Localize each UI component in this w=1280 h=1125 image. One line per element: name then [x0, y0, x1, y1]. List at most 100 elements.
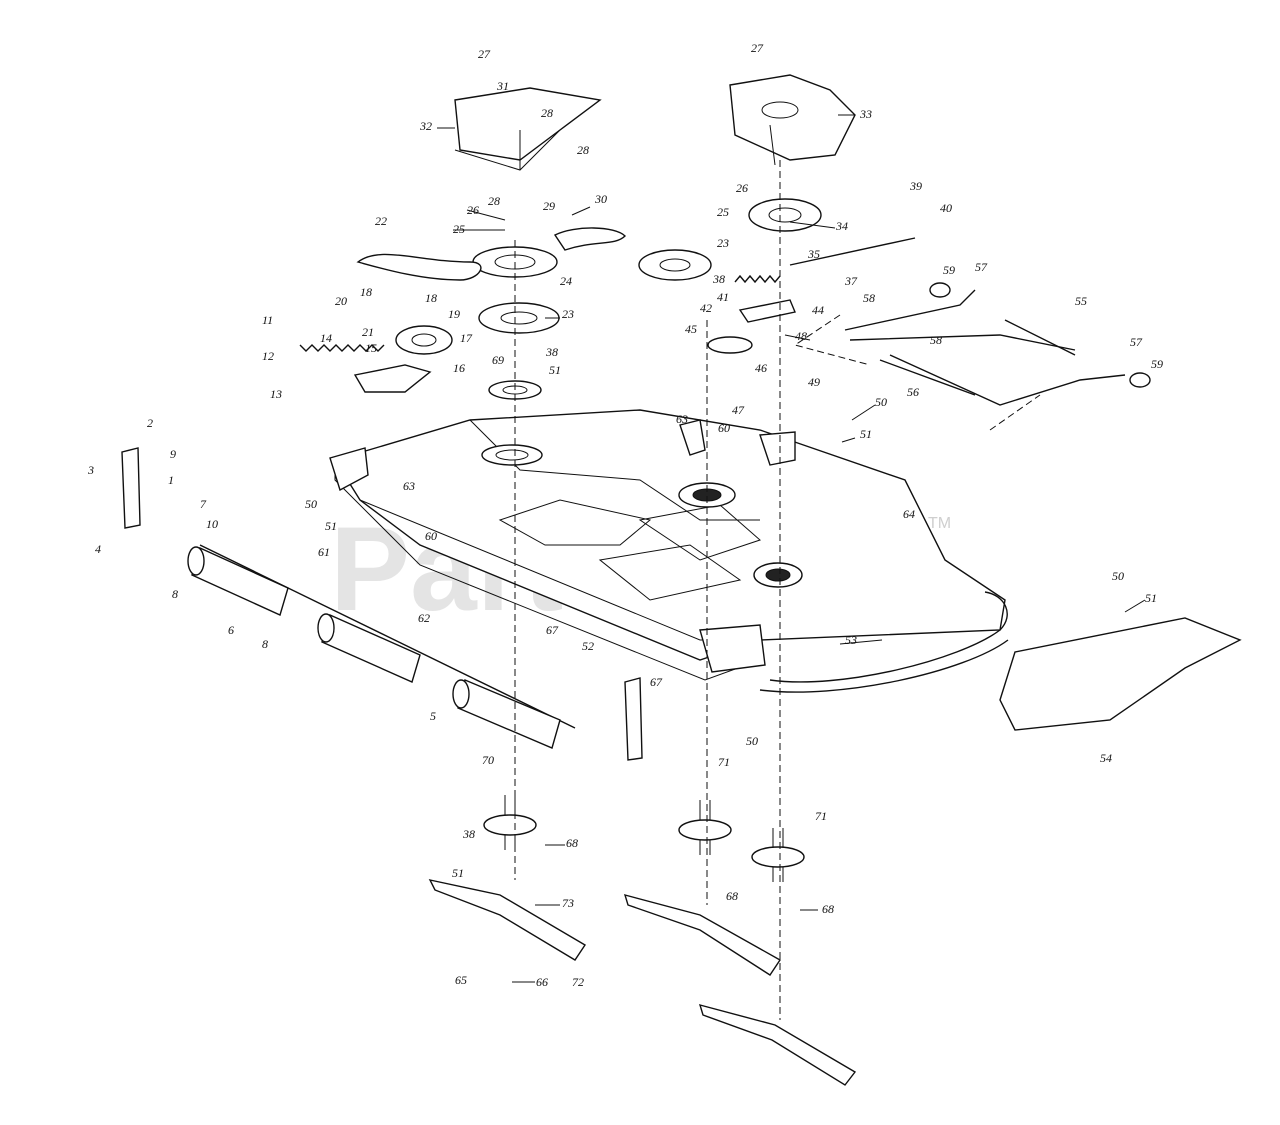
callout-13: 13 — [270, 387, 282, 401]
callout-3: 3 — [87, 463, 94, 477]
callout-67: 67 — [650, 675, 663, 689]
callout-17: 17 — [460, 331, 473, 345]
callout-65: 65 — [455, 973, 467, 987]
callout-69: 69 — [492, 353, 504, 367]
callout-7: 7 — [200, 497, 207, 511]
callout-51: 51 — [325, 519, 337, 533]
callout-32: 32 — [419, 119, 432, 133]
pulley-34 — [748, 198, 822, 232]
callout-51: 51 — [1145, 591, 1157, 605]
callout-63: 63 — [676, 412, 688, 426]
callout-27: 27 — [478, 47, 491, 61]
roller-bracket-9 — [121, 447, 141, 529]
callout-26: 26 — [736, 181, 748, 195]
callout-58: 58 — [863, 291, 875, 305]
callout-21: 21 — [362, 325, 374, 339]
spindle-71-right — [751, 828, 805, 882]
blade-left — [428, 879, 586, 961]
callout-50: 50 — [1112, 569, 1124, 583]
spindle-70 — [483, 795, 537, 850]
callout-19: 19 — [448, 307, 460, 321]
callout-24: 24 — [560, 274, 572, 288]
callout-54: 54 — [1100, 751, 1112, 765]
callout-10: 10 — [206, 517, 218, 531]
callout-12: 12 — [262, 349, 274, 363]
callout-8: 8 — [172, 587, 178, 601]
callout-50: 50 — [746, 734, 758, 748]
callout-35: 35 — [807, 247, 820, 261]
plate-45 — [707, 336, 753, 354]
callout-59: 59 — [943, 263, 955, 277]
callout-28: 28 — [577, 143, 589, 157]
callout-16: 16 — [453, 361, 465, 375]
callout-62: 62 — [418, 611, 430, 625]
roller-shaft — [199, 544, 576, 729]
callout-37: 37 — [844, 274, 858, 288]
callout-60: 60 — [425, 529, 437, 543]
rod-37 — [789, 237, 916, 266]
callout-68: 68 — [566, 836, 578, 850]
callout-51: 51 — [549, 363, 561, 377]
callout-51: 51 — [860, 427, 872, 441]
callout-30: 30 — [594, 192, 607, 206]
callout-8: 8 — [262, 637, 268, 651]
callout-23: 23 — [562, 307, 574, 321]
callout-6: 6 — [228, 623, 234, 637]
callout-23: 23 — [717, 236, 729, 250]
idler-bracket-15 — [353, 364, 432, 393]
callout-34: 34 — [835, 219, 848, 233]
callout-61: 61 — [318, 545, 330, 559]
idler-pulley-17 — [395, 325, 453, 355]
callout-18: 18 — [425, 291, 437, 305]
roller-5a — [317, 613, 421, 683]
callout-57: 57 — [1130, 335, 1143, 349]
discharge-chute-54 — [999, 617, 1242, 731]
callout-26: 26 — [467, 203, 479, 217]
spring-35 — [734, 274, 781, 284]
roller-6 — [187, 546, 289, 616]
callout-68: 68 — [822, 902, 834, 916]
linkage-guide-line — [793, 314, 1041, 431]
callout-71: 71 — [815, 809, 827, 823]
belt-cover-left — [454, 87, 602, 171]
callout-50: 50 — [875, 395, 887, 409]
callout-50: 50 — [305, 497, 317, 511]
callout-71: 71 — [718, 755, 730, 769]
callout-labels: 27 31 28 32 28 28 29 27 33 26 25 22 30 2… — [87, 41, 1163, 989]
belt-30 — [553, 227, 626, 251]
callout-15: 15 — [365, 341, 377, 355]
leader-lines — [437, 114, 1146, 983]
deck-housing — [329, 409, 1009, 693]
callout-72: 72 — [572, 975, 584, 989]
blade-center — [623, 894, 782, 976]
callout-57: 57 — [975, 260, 988, 274]
callout-11: 11 — [262, 313, 273, 327]
callout-25: 25 — [717, 205, 729, 219]
callout-56: 56 — [907, 385, 919, 399]
blade-right — [698, 1004, 857, 1086]
idler-arm-44 — [738, 299, 796, 323]
trademark-mark: TM — [928, 515, 951, 532]
callout-38: 38 — [545, 345, 558, 359]
callout-38: 38 — [712, 272, 725, 286]
callout-33: 33 — [859, 107, 872, 121]
callout-63: 63 — [403, 479, 415, 493]
callout-53: 53 — [845, 633, 857, 647]
callout-73: 73 — [562, 896, 574, 910]
callout-40: 40 — [940, 201, 952, 215]
callout-68: 68 — [726, 889, 738, 903]
callout-28: 28 — [541, 106, 553, 120]
callout-60: 60 — [718, 421, 730, 435]
callout-1: 1 — [168, 473, 174, 487]
callout-41: 41 — [717, 290, 729, 304]
callout-42: 42 — [700, 301, 712, 315]
callout-52: 52 — [582, 639, 594, 653]
callout-4: 4 — [95, 542, 101, 556]
callout-28: 28 — [488, 194, 500, 208]
callout-5: 5 — [430, 709, 436, 723]
callout-27: 27 — [751, 41, 764, 55]
callout-44: 44 — [812, 303, 824, 317]
callout-31: 31 — [496, 79, 509, 93]
callout-47: 47 — [732, 403, 745, 417]
